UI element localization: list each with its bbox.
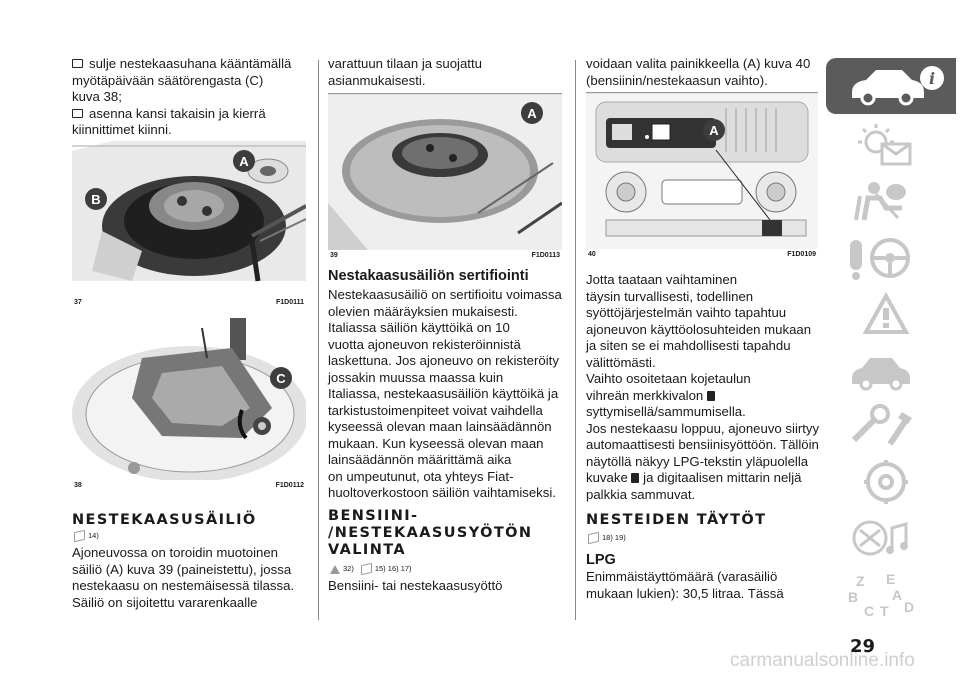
sidebar-item-index[interactable]: Z E A B C T D: [826, 566, 956, 620]
tank-description: Ajoneuvossa on toroidin muotoinen säiliö…: [72, 545, 295, 610]
svg-text:B: B: [848, 589, 858, 605]
sidebar-item-car-info[interactable]: i: [826, 58, 956, 114]
svg-text:Z: Z: [856, 573, 865, 589]
step-line: kiinnittimet kiinni.: [72, 122, 172, 137]
svg-text:A: A: [527, 106, 537, 121]
sidebar-item-dashboard[interactable]: [826, 118, 956, 172]
manual-book-icon: [588, 531, 599, 545]
step-line: asenna kansi takaisin ja kierrä: [72, 106, 291, 123]
svg-text:B: B: [91, 192, 100, 207]
car-emergency-icon: [852, 358, 910, 391]
car-info-icon: i: [852, 66, 944, 106]
reference-notes: 32) 15) 16) 17): [330, 562, 412, 576]
footer-watermark: carmanualsonline.info: [730, 650, 915, 671]
figure-39: A 39 F1D0113: [328, 93, 562, 263]
maintenance-icon: [851, 404, 912, 446]
safety-airbag-icon: [854, 182, 906, 221]
sidebar-item-driving[interactable]: [826, 230, 956, 284]
reference-notes: 14): [74, 529, 99, 543]
svg-text:A: A: [709, 123, 719, 138]
intro-steps: sulje nestekaasuhana kääntämällä myötäpä…: [72, 56, 291, 139]
spare-wheel-tank-image: [72, 141, 306, 301]
figure-40: A 40 F1D0109: [586, 92, 818, 262]
manual-book-icon: [360, 562, 372, 576]
svg-text:E: E: [886, 572, 895, 587]
section-heading: BENSIINI- /NESTEKAASUSYÖTÖN VALINTA: [328, 508, 533, 558]
steering-wheel-icon: [850, 238, 910, 280]
sidebar-item-multimedia[interactable]: [826, 510, 956, 564]
callout-a-icon: A: [521, 102, 543, 124]
alphabetical-index-icon: Z E A B C T D: [848, 572, 914, 618]
callout-a-icon: A: [233, 150, 255, 172]
sidebar-item-warning-lights[interactable]: [826, 286, 956, 340]
sidebar-item-technical-data[interactable]: [826, 454, 956, 508]
svg-text:A: A: [239, 154, 249, 169]
dashboard-switch-image: [586, 92, 818, 249]
figure-number: 39: [330, 252, 338, 259]
svg-text:D: D: [904, 599, 914, 615]
figure-number: 40: [588, 251, 596, 258]
section-heading: NESTEKAASUSÄILIÖ: [72, 512, 257, 528]
certification-text: Nestekaasusäiliö on sertifioitu voimassa…: [328, 287, 562, 500]
checkbox-bullet: [72, 59, 83, 68]
fuel-pump-light-icon: [706, 390, 715, 401]
switching-text: Jotta taataan vaihtaminen täysin turvall…: [586, 272, 820, 502]
figure-number: 37: [74, 299, 82, 306]
svg-text:C: C: [276, 371, 286, 386]
figure-code: F1D0109: [787, 251, 816, 258]
subsection-heading: Nestakaasusäiliön sertifiointi: [328, 268, 529, 284]
svg-text:i: i: [929, 69, 935, 88]
svg-text:A: A: [892, 587, 902, 603]
column-divider: [575, 60, 576, 620]
sidebar-item-maintenance[interactable]: [826, 398, 956, 452]
figure-38: C 38 F1D0112: [72, 318, 306, 490]
figure-code: F1D0111: [275, 299, 304, 306]
continued-text: varattuun tilaan ja suojattu asianmukais…: [328, 56, 482, 88]
step-line: sulje nestekaasuhana kääntämällä: [72, 56, 291, 73]
figure-37: A B 37 F1D0111: [72, 141, 306, 311]
multimedia-icon: [852, 520, 908, 556]
callout-b-icon: B: [85, 188, 107, 210]
sidebar-item-emergency[interactable]: [826, 342, 956, 396]
step-line: kuva 38;: [72, 89, 122, 104]
checkbox-bullet: [72, 108, 83, 118]
page-number: 29: [850, 636, 876, 657]
warning-triangle-icon: [330, 564, 340, 574]
fuel-pump-light-icon: [631, 473, 640, 483]
reference-notes: 18) 19): [588, 531, 626, 545]
manual-book-icon: [74, 529, 85, 543]
warning-light-icon: [862, 292, 910, 334]
figure-code: F1D0112: [275, 482, 304, 489]
continued-text: voidaan valita painikkeella (A) kuva 40 …: [586, 56, 811, 88]
step-line: myötäpäivään säätörengasta (C): [72, 72, 264, 88]
lpg-capacity-text: Enimmäistäyttömäärä (varasäiliö mukaan l…: [586, 569, 784, 601]
sidebar-item-safety[interactable]: [826, 174, 956, 228]
figure-number: 38: [74, 482, 82, 489]
svg-text:T: T: [880, 603, 889, 618]
svg-text:C: C: [864, 603, 874, 618]
technical-data-icon: [864, 460, 908, 504]
selection-text: Bensiini- tai nestekaasusyöttö: [328, 578, 503, 593]
section-heading: NESTEIDEN TÄYTÖT: [586, 512, 767, 528]
figure-code: F1D0113: [531, 252, 560, 259]
callout-a-icon: A: [703, 119, 725, 141]
lpg-valve-image: [72, 318, 306, 482]
column-divider: [318, 60, 319, 620]
dashboard-lights-icon: [858, 124, 912, 166]
subsection-heading: LPG: [586, 552, 616, 568]
callout-c-icon: C: [270, 367, 292, 389]
